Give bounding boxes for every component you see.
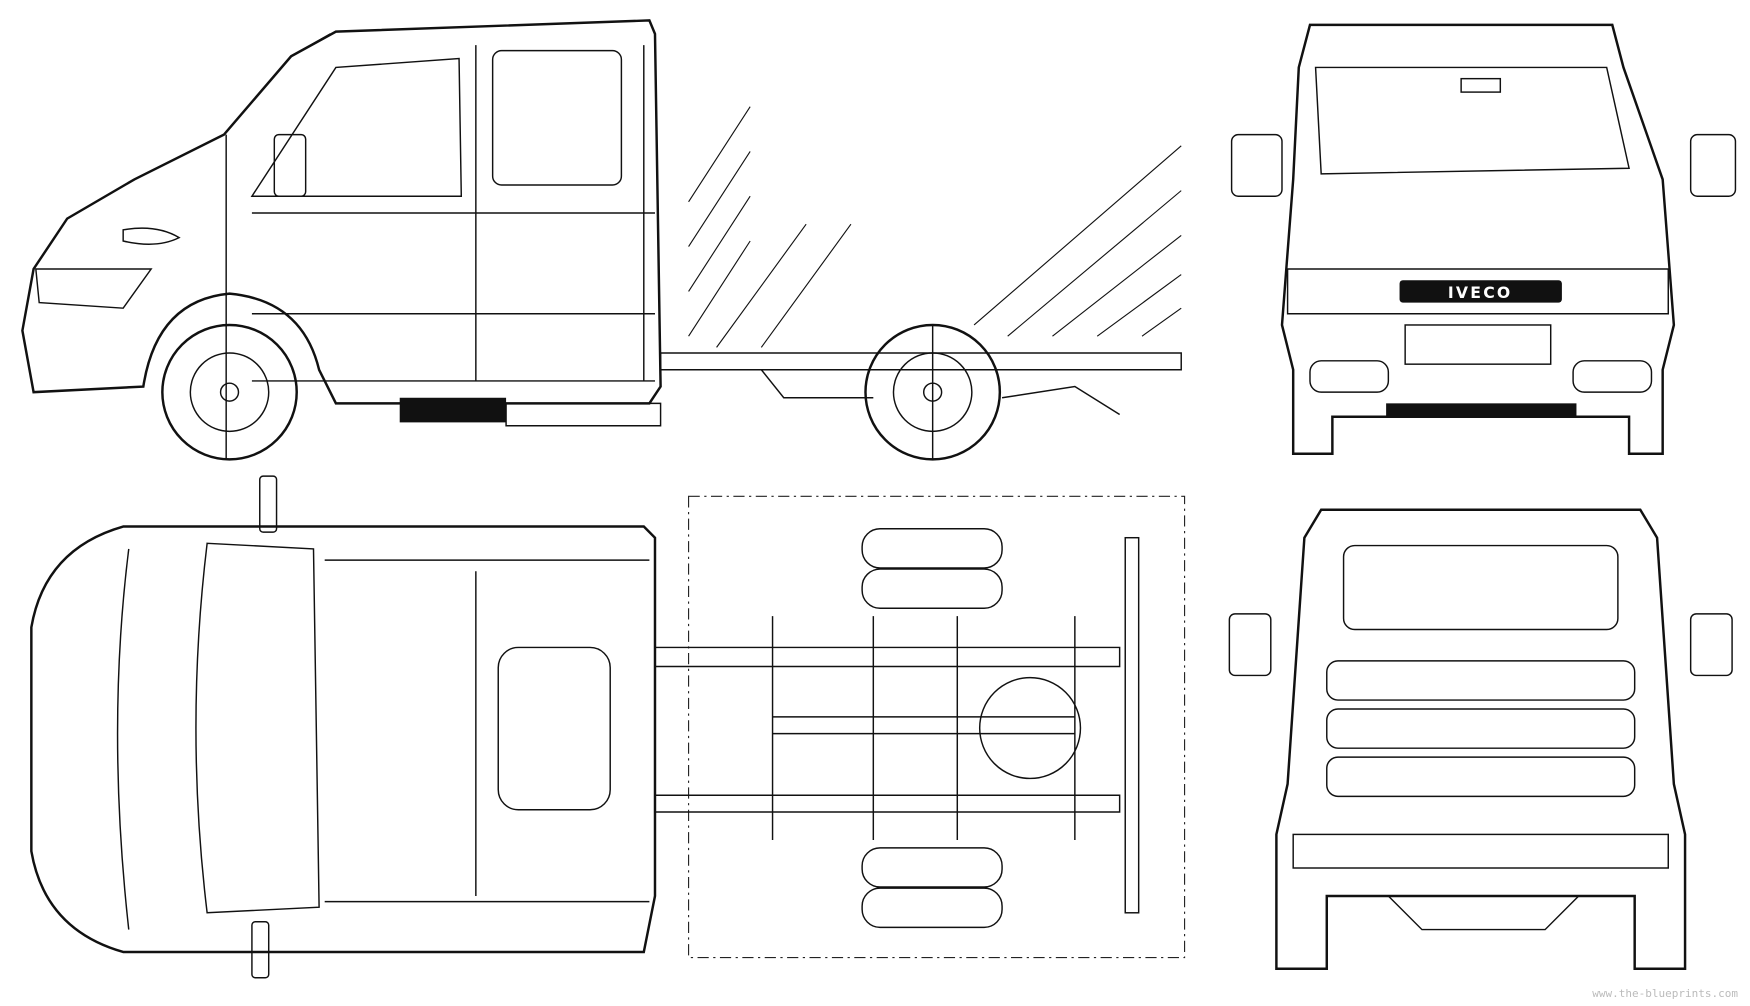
rear-view [1228, 508, 1733, 971]
iveco-badge: IVECO [1448, 283, 1513, 302]
top-view [30, 475, 657, 979]
front-view: IVECO [1230, 23, 1737, 455]
chassis-view [654, 495, 1186, 959]
hatch-line [688, 195, 751, 292]
hatch-line [1096, 274, 1182, 337]
side-view [21, 19, 1182, 461]
hatch-line [1007, 190, 1182, 337]
hatch-line [688, 240, 751, 337]
hatch-line [1052, 234, 1182, 337]
hatch-line [716, 223, 807, 348]
hatch-line [688, 106, 751, 203]
hatch-line [688, 151, 751, 247]
hatch-line [973, 145, 1182, 326]
hatch-line [760, 223, 852, 348]
watermark: www.the-blueprints.com [1592, 987, 1738, 1000]
hatch-line [1141, 307, 1182, 337]
